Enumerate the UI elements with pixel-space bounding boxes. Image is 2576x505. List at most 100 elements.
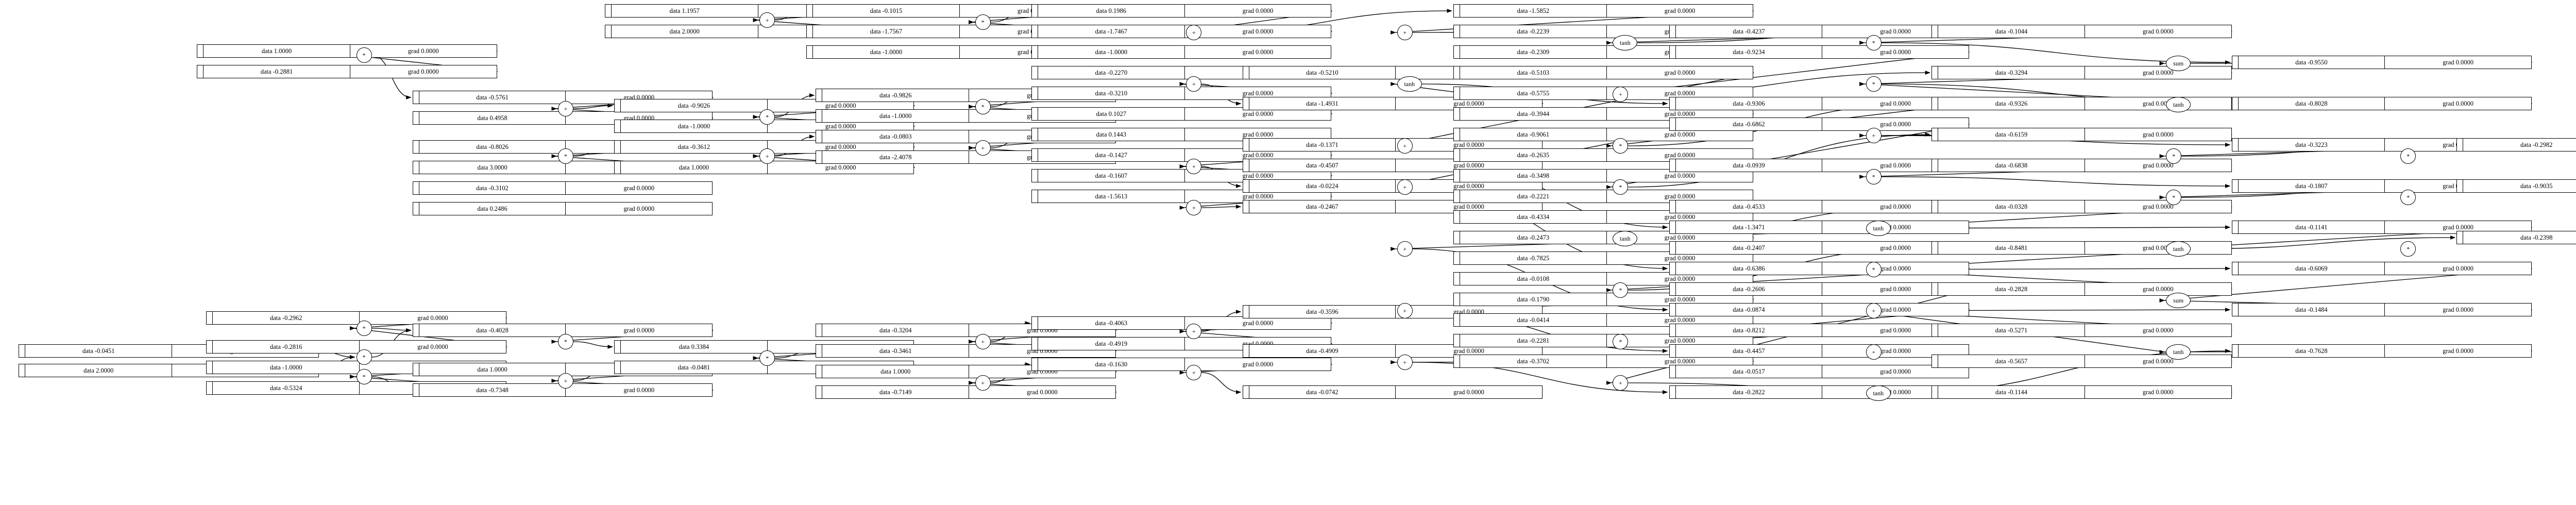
value-node-data: data -1.4931	[1249, 97, 1396, 110]
value-node-grad: grad 0.0000	[1880, 223, 1911, 231]
value-node-tag	[1932, 242, 1939, 254]
value-node-data: data -0.2473	[1460, 231, 1607, 244]
value-node-data: data -1.5613	[1038, 190, 1185, 203]
value-node-tag	[1932, 200, 1939, 213]
value-node-grad: grad 0.0000	[1453, 347, 1484, 355]
value-node-tag	[1243, 180, 1249, 192]
value-node-tag	[1932, 324, 1939, 336]
value-node-tag	[816, 110, 823, 122]
op-node-mul: *	[1613, 282, 1629, 298]
value-node-data: data -0.0939	[1676, 159, 1823, 172]
value-node-tag	[2232, 304, 2239, 316]
value-node-grad: grad 0.0000	[1664, 7, 1696, 14]
value-node-tag	[1454, 355, 1460, 367]
op-node-add: +	[1186, 76, 1202, 92]
value-node-data: data -0.9026	[621, 99, 768, 112]
op-node-mul: *	[975, 99, 991, 114]
op-node-mul: *	[1613, 138, 1629, 154]
op-node-add: +	[1397, 25, 1413, 40]
value-node-grad: grad 0.0000	[1880, 306, 1911, 313]
op-node-mul: *	[557, 148, 573, 164]
value-node-tag	[2232, 262, 2239, 275]
op-node-add: +	[1397, 138, 1413, 154]
op-node-mul: *	[356, 349, 372, 365]
value-node-data: data -0.4533	[1676, 200, 1823, 213]
value-node-tag	[1032, 25, 1038, 38]
value-node-tag	[207, 341, 213, 353]
op-node-mul: *	[356, 47, 372, 63]
edge	[1201, 205, 1242, 209]
value-node-data: data -0.9234	[1676, 46, 1823, 58]
value-node-data: data -0.1484	[2239, 304, 2385, 316]
op-node-mul: *	[1613, 334, 1629, 349]
value-node-tag	[1032, 149, 1038, 161]
value-node-data: data -0.2982	[2463, 139, 2576, 151]
value-node-grad: grad 0.0000	[1880, 347, 1911, 355]
value-node-data: data -1.7467	[1038, 25, 1185, 38]
op-node-mul: *	[2400, 148, 2416, 164]
value-node-data: data -0.9326	[1938, 97, 2085, 110]
value-node-tag	[1670, 324, 1676, 336]
value-node-data: data -0.1427	[1038, 149, 1185, 161]
value-node-data: data -0.9826	[822, 89, 970, 102]
value-node-tag	[615, 361, 621, 374]
value-node-tag	[2232, 56, 2239, 69]
op-node-add: +	[1186, 159, 1202, 174]
value-node-grad: grad 0.0000	[2142, 130, 2174, 138]
value-node-tag	[807, 25, 814, 38]
value-node-data: data -0.6069	[2239, 262, 2385, 275]
value-node-tag	[1243, 200, 1249, 213]
value-node-tag	[1932, 355, 1939, 367]
value-node-grad: grad 0.0000	[1242, 27, 1274, 35]
value-node-data: data -0.0224	[1249, 180, 1396, 192]
value-node-grad: grad 0.0000	[2142, 357, 2174, 365]
value-node-data: data -0.0414	[1460, 314, 1607, 326]
value-node-grad: grad 0.0000	[408, 47, 439, 55]
value-node-data: data -0.3702	[1460, 355, 1607, 367]
value-node-tag	[1454, 334, 1460, 347]
value-node-grad: grad 0.0000	[2142, 99, 2174, 107]
value-node-grad: grad 0.0000	[825, 163, 856, 171]
value-node-tag	[413, 91, 419, 104]
value-node-grad: grad 0.0000	[1664, 316, 1696, 324]
op-node-add: +	[557, 101, 573, 116]
value-node-data: data -0.0451	[25, 345, 173, 357]
value-node-grad: grad 0.0000	[1880, 285, 1911, 293]
value-node-data: data -0.0874	[1676, 304, 1823, 316]
value-node-grad: grad 0.0000	[2142, 161, 2174, 169]
value-node-grad: grad 0.0000	[1453, 203, 1484, 210]
value-node-data: data -0.8028	[2239, 97, 2385, 110]
value-node-grad: grad 0.0000	[623, 205, 655, 212]
value-node-data: data -0.4334	[1460, 211, 1607, 223]
value-node-tag	[1243, 306, 1249, 318]
op-node-tanh: tanh	[2166, 241, 2191, 257]
value-node-data: data -0.4909	[1249, 345, 1396, 357]
value-node-data: data 1.1957	[612, 5, 758, 17]
value-node-tag	[1454, 149, 1460, 161]
value-node-tag	[1454, 5, 1460, 17]
op-node-add: +	[557, 373, 573, 389]
op-node-add: +	[759, 12, 775, 28]
value-node-data: data -0.1044	[1938, 25, 2085, 38]
value-node-tag	[1243, 159, 1249, 172]
value-node-data: data -1.0000	[213, 361, 360, 374]
value-node-data: data -0.2962	[213, 312, 360, 324]
value-node-data: data 1.0000	[419, 363, 566, 376]
value-node-tag	[413, 203, 419, 215]
value-node-tag	[1454, 128, 1460, 141]
edge	[371, 328, 412, 332]
value-node-grad: grad 0.0000	[1453, 141, 1484, 148]
value-node-tag	[1032, 66, 1038, 79]
op-node-mul: *	[759, 109, 775, 125]
